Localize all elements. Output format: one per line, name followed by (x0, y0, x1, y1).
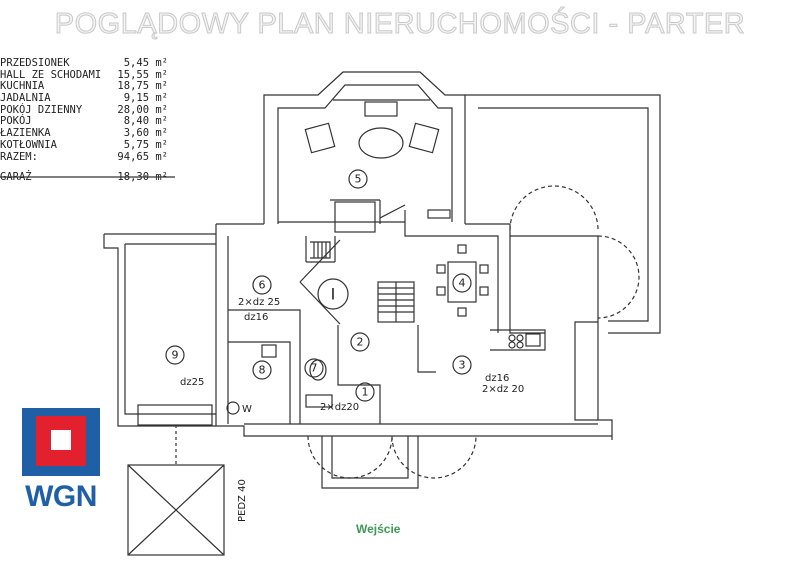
room-area-legend: PRZEDSIONEK 5,45 m² HALL ZE SCHODAMI 15,55… (0, 57, 180, 184)
logo-text: WGN (25, 480, 97, 513)
room-area: 15,55 m² (117, 68, 168, 81)
legend-row: KUCHNIA 18,75 m² (0, 81, 180, 93)
room-area: 28,00 m² (117, 103, 168, 116)
living-room-furniture (304, 101, 451, 219)
room-name: POKÓJ DZIENNY (0, 103, 83, 116)
room-name: HALL ZE SCHODAMI (0, 68, 102, 81)
room-name: KOTŁOWNIA (0, 138, 57, 151)
room-number: 1 (362, 386, 369, 399)
room-area: 18,75 m² (117, 80, 168, 93)
pipe-annotation: 2×dz 20 (482, 384, 524, 395)
legend-row: HALL ZE SCHODAMI 15,55 m² (0, 68, 180, 82)
pipe-annotation: dz16 (244, 312, 268, 323)
legend-row: JADALNIA 9,15 m² (0, 92, 180, 105)
room-area: 8,40 m² (123, 115, 168, 128)
dining-table (436, 244, 489, 317)
room-number: 6 (259, 279, 266, 292)
total-label: RAZEM: (0, 150, 38, 163)
pipe-annotation: PEDZ 40 (237, 479, 248, 522)
room-area: 9,15 m² (123, 92, 168, 105)
room-number: 7 (311, 362, 318, 375)
room-number-markers (165, 169, 472, 415)
door-swings (307, 185, 640, 479)
room-number: 9 (172, 349, 179, 362)
room-area: 5,75 m² (123, 138, 168, 151)
garage-walls (103, 233, 225, 556)
bathroom-fixtures (261, 344, 333, 408)
legend-row: ŁAZIENKA 3,60 m² (0, 127, 180, 140)
living-room-walls (263, 71, 466, 224)
legend-row: PRZEDSIONEK 5,45 m² (0, 57, 180, 70)
room-number: 4 (459, 277, 466, 290)
room-area: 3,60 m² (123, 127, 168, 140)
room-number: 3 (459, 359, 466, 372)
pipe-annotation: dz25 (180, 377, 204, 388)
pipe-annotation: dz16 (485, 373, 509, 384)
water-meter-label: W (242, 404, 252, 415)
house-outer-walls (215, 210, 613, 440)
room-name: KUCHNIA (0, 80, 45, 93)
hall-diagonals (299, 204, 406, 325)
terrace-outline (465, 94, 661, 334)
legend-total-row: RAZEM: 94,65 m² (0, 150, 180, 164)
room-number: 2 (357, 336, 364, 349)
entrance-label: Wejście (356, 522, 401, 536)
pipe-annotation: 2×dz 25 (238, 297, 280, 308)
room-name: POKÓJ (0, 115, 32, 128)
room-area: 5,45 m² (123, 57, 168, 69)
room-name: PRZEDSIONEK (0, 57, 70, 69)
entrance-porch (321, 436, 419, 489)
logo-white-square (51, 430, 71, 450)
legend-row: POKÓJ 8,40 m² (0, 116, 180, 128)
room-name: JADALNIA (0, 92, 51, 105)
wgn-logo: WGN (22, 408, 100, 516)
plan-title: POGLĄDOWY PLAN NIERUCHOMOŚCI - PARTER (54, 8, 746, 41)
room-number: 5 (355, 173, 362, 186)
room-number: 8 (259, 364, 266, 377)
total-area: 94,65 m² (117, 150, 168, 163)
legend-row: KOTŁOWNIA 5,75 m² (0, 138, 180, 152)
staircase (310, 241, 415, 323)
legend-row: POKÓJ DZIENNY 28,00 m² (0, 103, 180, 117)
interior-walls (228, 199, 436, 424)
pipe-annotation: 2×dz20 (320, 402, 359, 413)
room-name: ŁAZIENKA (0, 127, 51, 140)
floor-marker: I (331, 285, 336, 304)
kitchen-counter (490, 329, 546, 351)
